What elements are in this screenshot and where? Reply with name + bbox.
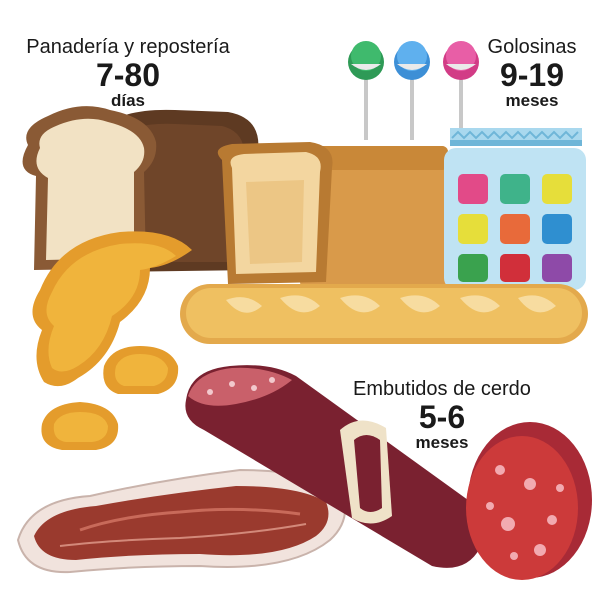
baguette-icon	[180, 284, 588, 344]
white-bread-slice-icon	[22, 106, 157, 271]
croissant-small-icon-2	[41, 402, 119, 450]
candy-label: Golosinas 9-19 meses	[474, 36, 590, 111]
bakery-title: Panadería y repostería	[26, 36, 230, 58]
sausages-label: Embutidos de cerdo 5-6 meses	[336, 378, 548, 453]
sausages-unit: meses	[415, 433, 469, 452]
croissant-small-icon	[103, 346, 179, 394]
lollipop-blue-icon	[394, 41, 430, 140]
lollipop-green-icon	[348, 41, 384, 140]
candy-orange	[500, 214, 530, 244]
bakery-unit: días	[110, 91, 146, 110]
candy-unit: meses	[505, 91, 559, 110]
sausages-title: Embutidos de cerdo	[353, 378, 531, 400]
candy-green	[458, 254, 488, 282]
chorizo-slices-icon	[466, 422, 592, 580]
candy-yellow	[542, 174, 572, 204]
candy-range: 9-19	[499, 57, 565, 93]
bakery-label: Panadería y repostería 7-80 días	[8, 36, 248, 111]
salami-icon	[185, 365, 484, 568]
candy-yellow-2	[458, 214, 488, 244]
candy-jar-icon	[444, 128, 586, 290]
croissant-large-icon	[32, 231, 193, 387]
cured-ham-icon	[16, 468, 346, 574]
candy-red	[500, 254, 530, 282]
candy-teal	[500, 174, 530, 204]
sausages-range: 5-6	[418, 399, 466, 435]
candy-purple	[542, 254, 572, 282]
candy-title: Golosinas	[487, 36, 577, 58]
bakery-range: 7-80	[95, 57, 161, 93]
sliced-loaf-icon	[217, 142, 448, 288]
candy-pink	[458, 174, 488, 204]
candy-blue	[542, 214, 572, 244]
